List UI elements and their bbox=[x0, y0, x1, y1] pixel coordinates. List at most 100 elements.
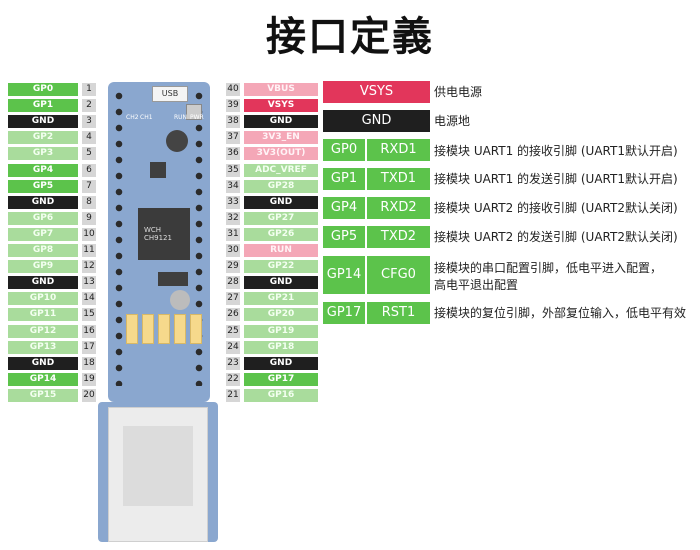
pin-label-35: ADC_VREF bbox=[244, 163, 318, 177]
signal-gpio-gp4: GP4 bbox=[323, 197, 365, 219]
pin-number-35: 35 bbox=[226, 163, 240, 177]
pin-label-14: GP10 bbox=[8, 292, 78, 306]
signal-name-rxd2: RXD2 bbox=[367, 197, 430, 219]
pin-number-22: 22 bbox=[226, 372, 240, 386]
signal-description: 接模块 UART2 的接收引脚 (UART2默认关闭) bbox=[434, 201, 678, 215]
pin-number-21: 21 bbox=[226, 388, 240, 402]
signal-gpio-gp14: GP14 bbox=[323, 256, 365, 294]
pin-label-26: GP20 bbox=[244, 308, 318, 322]
usb-connector: USB bbox=[152, 86, 188, 102]
pin-label-20: GP15 bbox=[8, 388, 78, 402]
pin-label-13: GND bbox=[8, 276, 78, 290]
signal-name-cfg0: CFG0 bbox=[367, 256, 430, 294]
pin-number-7: 7 bbox=[82, 179, 96, 193]
pin-number-5: 5 bbox=[82, 147, 96, 161]
pin-label-16: GP12 bbox=[8, 324, 78, 338]
pin-label-10: GP7 bbox=[8, 227, 78, 241]
pin-label-28: GND bbox=[244, 276, 318, 290]
chip-logo: WCH bbox=[144, 226, 162, 234]
pin-number-12: 12 bbox=[82, 260, 96, 274]
pin-number-34: 34 bbox=[226, 179, 240, 193]
pin-number-25: 25 bbox=[226, 324, 240, 338]
pin-number-27: 27 bbox=[226, 292, 240, 306]
pin-label-8: GND bbox=[8, 195, 78, 209]
pin-number-29: 29 bbox=[226, 260, 240, 274]
pin-number-28: 28 bbox=[226, 276, 240, 290]
pin-label-34: GP28 bbox=[244, 179, 318, 193]
pin-number-36: 36 bbox=[226, 147, 240, 161]
pin-label-12: GP9 bbox=[8, 260, 78, 274]
page-title: 接口定義 bbox=[266, 14, 434, 60]
signal-name-rst1: RST1 bbox=[367, 302, 430, 324]
left-header-pins bbox=[114, 88, 124, 386]
pin-label-23: GND bbox=[244, 356, 318, 370]
pico-eth-board: USB CH2 CH1 RUN PWR WCH CH9121 bbox=[98, 82, 218, 542]
pin-number-23: 23 bbox=[226, 356, 240, 370]
dip-switch-4 bbox=[174, 314, 186, 344]
signal-description: 接模块 UART2 的发送引脚 (UART2默认关闭) bbox=[434, 230, 678, 244]
pin-label-2: GP1 bbox=[8, 99, 78, 113]
regulator-ic bbox=[158, 272, 188, 286]
pin-number-32: 32 bbox=[226, 211, 240, 225]
small-ic bbox=[150, 162, 166, 178]
pin-label-33: GND bbox=[244, 195, 318, 209]
ch9121-chip: WCH CH9121 bbox=[138, 208, 190, 260]
pin-number-3: 3 bbox=[82, 115, 96, 129]
pin-label-15: GP11 bbox=[8, 308, 78, 322]
pin-number-14: 14 bbox=[82, 292, 96, 306]
pin-label-24: GP18 bbox=[244, 340, 318, 354]
pin-label-19: GP14 bbox=[8, 372, 78, 386]
board-label-run: RUN bbox=[174, 114, 188, 121]
pin-label-30: RUN bbox=[244, 244, 318, 257]
board-label-pwr: PWR bbox=[190, 114, 204, 121]
pin-label-9: GP6 bbox=[8, 211, 78, 225]
pin-label-40: VBUS bbox=[244, 83, 318, 96]
signal-description: 高电平退出配置 bbox=[434, 278, 519, 292]
signal-gpio-gp0: GP0 bbox=[323, 139, 365, 161]
pin-number-31: 31 bbox=[226, 227, 240, 241]
pin-number-30: 30 bbox=[226, 244, 240, 257]
board-label-ch2: CH2 bbox=[126, 114, 139, 121]
pin-number-1: 1 bbox=[82, 83, 96, 96]
pin-number-16: 16 bbox=[82, 324, 96, 338]
pin-label-39: VSYS bbox=[244, 99, 318, 113]
pin-number-4: 4 bbox=[82, 131, 96, 145]
pin-label-32: GP27 bbox=[244, 211, 318, 225]
pin-label-7: GP5 bbox=[8, 179, 78, 193]
pin-number-26: 26 bbox=[226, 308, 240, 322]
pin-number-2: 2 bbox=[82, 99, 96, 113]
signal-gpio-gp17: GP17 bbox=[323, 302, 365, 324]
pin-label-25: GP19 bbox=[244, 324, 318, 338]
pin-label-4: GP2 bbox=[8, 131, 78, 145]
pin-label-11: GP8 bbox=[8, 244, 78, 257]
dip-switch-5 bbox=[190, 314, 202, 344]
dip-switches bbox=[122, 314, 214, 344]
pin-number-19: 19 bbox=[82, 372, 96, 386]
reset-button bbox=[186, 104, 202, 120]
pin-label-36: 3V3(OUT) bbox=[244, 147, 318, 161]
signal-description: 接模块 UART1 的接收引脚 (UART1默认开启) bbox=[434, 144, 678, 158]
signal-name-txd2: TXD2 bbox=[367, 226, 430, 248]
led-indicator bbox=[166, 130, 188, 152]
pin-label-5: GP3 bbox=[8, 147, 78, 161]
pin-number-33: 33 bbox=[226, 195, 240, 209]
pin-label-27: GP21 bbox=[244, 292, 318, 306]
pin-label-22: GP17 bbox=[244, 372, 318, 386]
dip-switch-3 bbox=[158, 314, 170, 344]
signal-description: 接模块的串口配置引脚，低电平进入配置， bbox=[434, 261, 663, 275]
rj45-connector bbox=[108, 407, 208, 542]
signal-name-gnd: GND bbox=[323, 110, 430, 132]
board-pcb: USB CH2 CH1 RUN PWR WCH CH9121 bbox=[108, 82, 210, 402]
pin-number-10: 10 bbox=[82, 227, 96, 241]
board-label-ch1: CH1 bbox=[140, 114, 153, 121]
chip-label: CH9121 bbox=[144, 234, 172, 242]
signal-name-vsys: VSYS bbox=[323, 81, 430, 103]
signal-gpio-gp1: GP1 bbox=[323, 168, 365, 190]
signal-gpio-gp5: GP5 bbox=[323, 226, 365, 248]
pin-label-17: GP13 bbox=[8, 340, 78, 354]
pin-number-24: 24 bbox=[226, 340, 240, 354]
pin-label-31: GP26 bbox=[244, 227, 318, 241]
pin-label-37: 3V3_EN bbox=[244, 131, 318, 145]
right-header-pins bbox=[194, 88, 204, 386]
pin-number-39: 39 bbox=[226, 99, 240, 113]
